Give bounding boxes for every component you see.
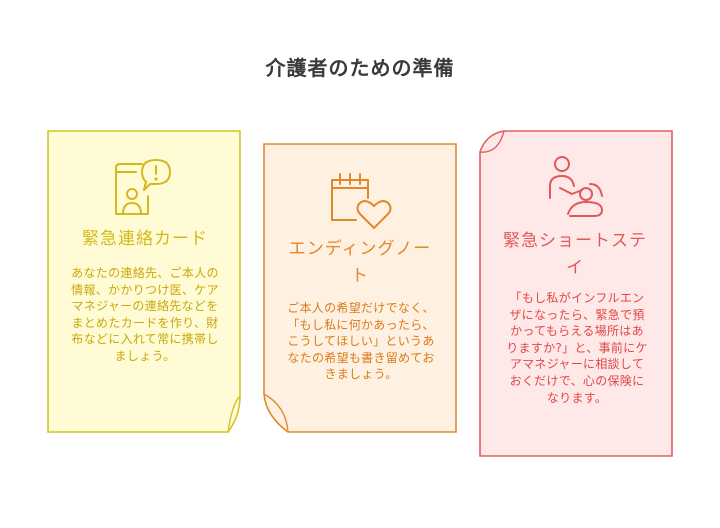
caregiver-icon	[549, 156, 603, 217]
card-2-curl	[263, 393, 289, 433]
card-3-body: 「もし私がインフルエンザになったら、緊急で預かってもらえる場所はありますか?」と…	[506, 291, 648, 405]
contact-card-alert-icon	[115, 159, 171, 215]
card-1-title: 緊急連絡カード	[82, 229, 208, 249]
card-1-curl	[227, 395, 241, 433]
card-2-shape	[263, 143, 457, 433]
page-title: 介護者のための準備	[265, 56, 455, 80]
card-2-title: エンディングノート	[288, 239, 432, 286]
card-3-title: 緊急ショートステイ	[503, 231, 647, 278]
card-3-shape	[479, 130, 673, 457]
card-2-body: ご本人の希望だけでなく、「もし私に何かあったら、こうしてほしい」というあなたの希…	[287, 301, 435, 382]
card-3-curl	[479, 130, 505, 153]
card-1-body: あなたの連絡先、ご本人の情報、かかりつけ医、ケアマネジャーの連絡先などをまとめた…	[71, 266, 219, 363]
calendar-heart-icon	[331, 173, 392, 229]
